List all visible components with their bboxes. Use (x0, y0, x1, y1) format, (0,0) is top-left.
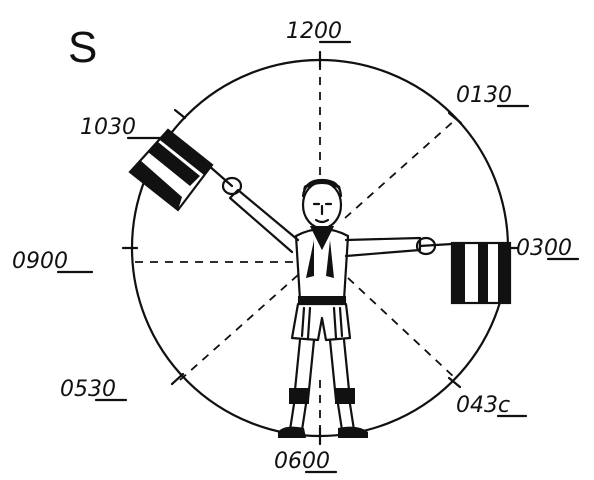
scout-figure (223, 178, 435, 438)
clock-label-0600: 0600 (274, 449, 330, 474)
clock-label-1030: 1030 (80, 115, 136, 140)
clock-label-0430: 043c (456, 393, 510, 418)
clock-label-0130: 0130 (456, 83, 512, 108)
clock-label-0300: 0300 (516, 236, 572, 261)
clock-label-0900: 0900 (12, 249, 68, 274)
clock-label-1200: 1200 (286, 19, 342, 44)
clock-label-0530: 0530 (60, 377, 116, 402)
left-flag (130, 130, 232, 210)
semaphore-letter: S (68, 23, 97, 72)
